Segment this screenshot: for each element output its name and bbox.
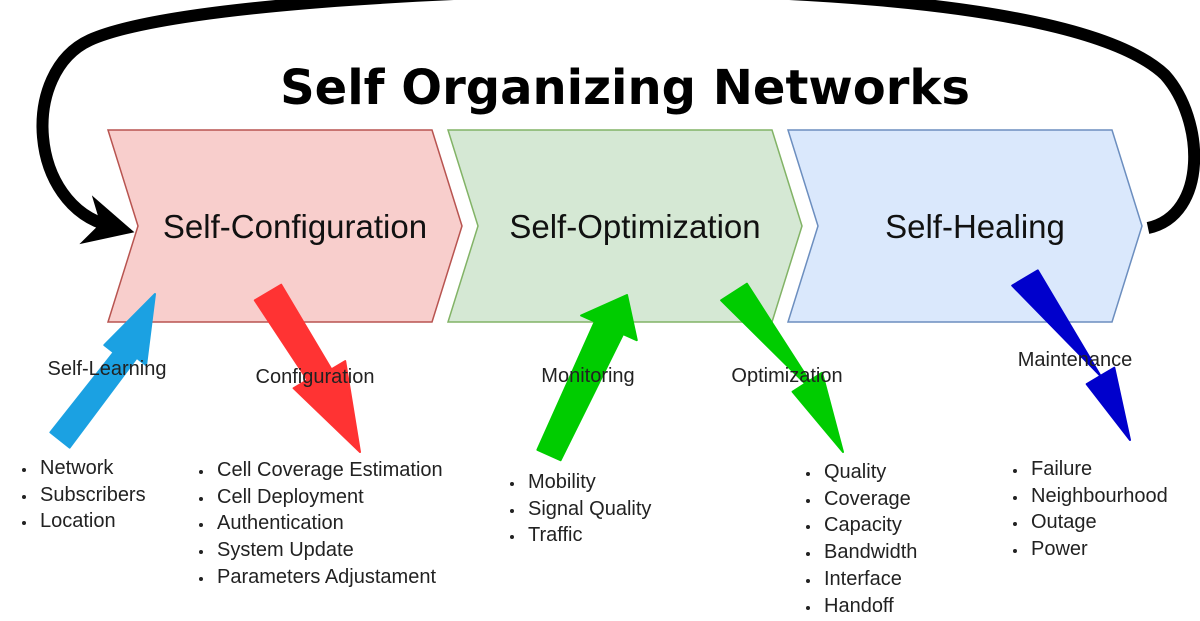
list-item: Interface — [821, 566, 917, 593]
stage-label: Self-Optimization — [509, 208, 760, 245]
stage-label: Self-Configuration — [163, 208, 427, 245]
list-item: Subscribers — [37, 482, 146, 509]
stage-label: Self-Healing — [885, 208, 1065, 245]
list-item: Parameters Adjustament — [214, 564, 443, 591]
maintenance-arrow — [1011, 269, 1131, 441]
list-item: Bandwidth — [821, 539, 917, 566]
stage-self-optimization: Self-Optimization — [446, 129, 803, 323]
diagram-title: Self Organizing Networks — [280, 60, 970, 116]
configuration-list: Cell Coverage Estimation Cell Deployment… — [189, 457, 443, 591]
maintenance-list: Failure Neighbourhood Outage Power — [1003, 456, 1168, 563]
list-item: Location — [37, 508, 146, 535]
process-label-configuration: Configuration — [256, 366, 375, 388]
list-item: Quality — [821, 459, 917, 486]
list-item: Failure — [1028, 456, 1168, 483]
list-item: Power — [1028, 536, 1168, 563]
optimization-arrow — [720, 282, 844, 453]
list-item: Neighbourhood — [1028, 483, 1168, 510]
self-learning-list: Network Subscribers Location — [12, 455, 146, 535]
self-learning-arrow — [49, 293, 156, 449]
process-label-maintenance: Maintenance — [1018, 349, 1133, 371]
list-item: Signal Quality — [525, 496, 651, 523]
list-item: Network — [37, 455, 146, 482]
list-item: Outage — [1028, 509, 1168, 536]
list-item: Capacity — [821, 512, 917, 539]
list-item: Cell Deployment — [214, 484, 443, 511]
monitoring-list: Mobility Signal Quality Traffic — [500, 469, 651, 549]
process-label-optimization: Optimization — [731, 365, 842, 387]
monitoring-arrow — [536, 294, 638, 462]
list-item: Cell Coverage Estimation — [214, 457, 443, 484]
list-item: System Update — [214, 537, 443, 564]
process-label-self-learning: Self-Learning — [48, 358, 167, 380]
stage-shape — [786, 129, 1143, 323]
stage-shape — [106, 129, 463, 323]
configuration-arrow — [253, 283, 361, 453]
list-item: Coverage — [821, 486, 917, 513]
list-item: Traffic — [525, 522, 651, 549]
process-label-monitoring: Monitoring — [541, 365, 634, 387]
optimization-list: Quality Coverage Capacity Bandwidth Inte… — [796, 459, 917, 619]
son-diagram: Self Organizing Networks Self-Configurat… — [36, 0, 1200, 462]
list-item: Authentication — [214, 510, 443, 537]
stage-self-healing: Self-Healing — [786, 129, 1143, 323]
stage-self-configuration: Self-Configuration — [106, 129, 463, 323]
list-item: Mobility — [525, 469, 651, 496]
list-item: Handoff — [821, 593, 917, 620]
feedback-loop-arrow — [36, 0, 1200, 245]
